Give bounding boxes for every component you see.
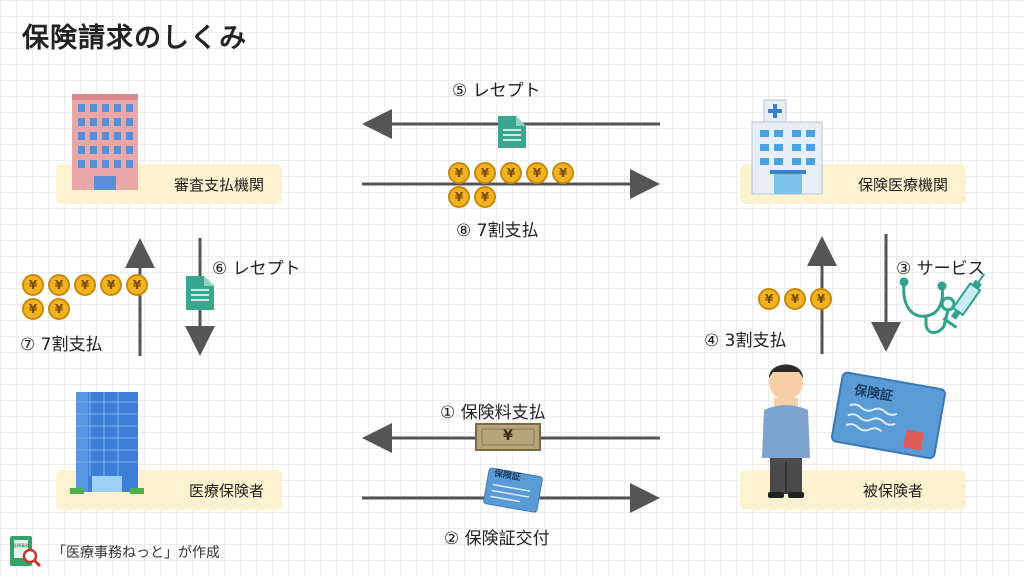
coin-icon: ¥ xyxy=(448,186,470,208)
node-hospital-label: 保険医療機関 xyxy=(857,175,948,194)
coin-icon: ¥ xyxy=(126,274,148,296)
flow-label-f5: ⑤ レセプト xyxy=(452,81,541,101)
insurance-card-label: 保険証 xyxy=(852,382,894,405)
coin-icon: ¥ xyxy=(552,162,574,184)
coin-icon: ¥ xyxy=(48,274,70,296)
coin-icon: ¥ xyxy=(526,162,548,184)
flow-label-f2: ② 保険証交付 xyxy=(444,529,550,549)
footer-logo-text: 医療事務 xyxy=(13,543,29,548)
coin-icon: ¥ xyxy=(448,162,470,184)
node-review-label: 審査支払機関 xyxy=(173,175,264,194)
coin-icon: ¥ xyxy=(474,162,496,184)
review-building-icon xyxy=(72,94,138,190)
footer-credit: 「医療事務ねっと」が作成 xyxy=(52,545,220,561)
coin-icon: ¥ xyxy=(74,274,96,296)
coin-icon: ¥ xyxy=(810,288,832,310)
footer-logo-icon xyxy=(10,536,42,568)
flow-label-f8: ⑧ 7割支払 xyxy=(456,221,539,241)
coin-icon: ¥ xyxy=(22,274,44,296)
coin-icon: ¥ xyxy=(22,298,44,320)
coin-icon: ¥ xyxy=(48,298,70,320)
node-insurer-label: 医療保険者 xyxy=(188,481,264,500)
hospital-building-icon xyxy=(751,99,823,195)
page-title: 保険請求のしくみ xyxy=(22,23,248,54)
insured-person-icon xyxy=(762,364,810,498)
syringe-icon xyxy=(942,273,986,329)
flow-label-f3: ③ サービス xyxy=(896,259,985,279)
insurance-card-icon: 保険証 xyxy=(830,371,946,460)
banknote-icon xyxy=(475,423,541,451)
stethoscope-icon xyxy=(899,277,956,334)
coin-icon: ¥ xyxy=(500,162,522,184)
flow-label-f6: ⑥ レセプト xyxy=(212,259,301,279)
flow-label-f4: ④ 3割支払 xyxy=(704,331,787,351)
receipt-document-icon xyxy=(498,116,526,148)
insurer-building-icon xyxy=(70,392,144,494)
node-insured-label: 被保険者 xyxy=(862,481,923,500)
coin-icon: ¥ xyxy=(758,288,780,310)
receipt-document-icon-left xyxy=(186,276,214,310)
flow-label-f7: ⑦ 7割支払 xyxy=(20,335,103,355)
coin-icon: ¥ xyxy=(784,288,806,310)
coin-icon: ¥ xyxy=(474,186,496,208)
flow-label-f1: ① 保険料支払 xyxy=(440,403,546,423)
coin-icon: ¥ xyxy=(100,274,122,296)
small-insurance-card-icon xyxy=(483,467,543,513)
banknote-symbol: ¥ xyxy=(503,428,513,444)
